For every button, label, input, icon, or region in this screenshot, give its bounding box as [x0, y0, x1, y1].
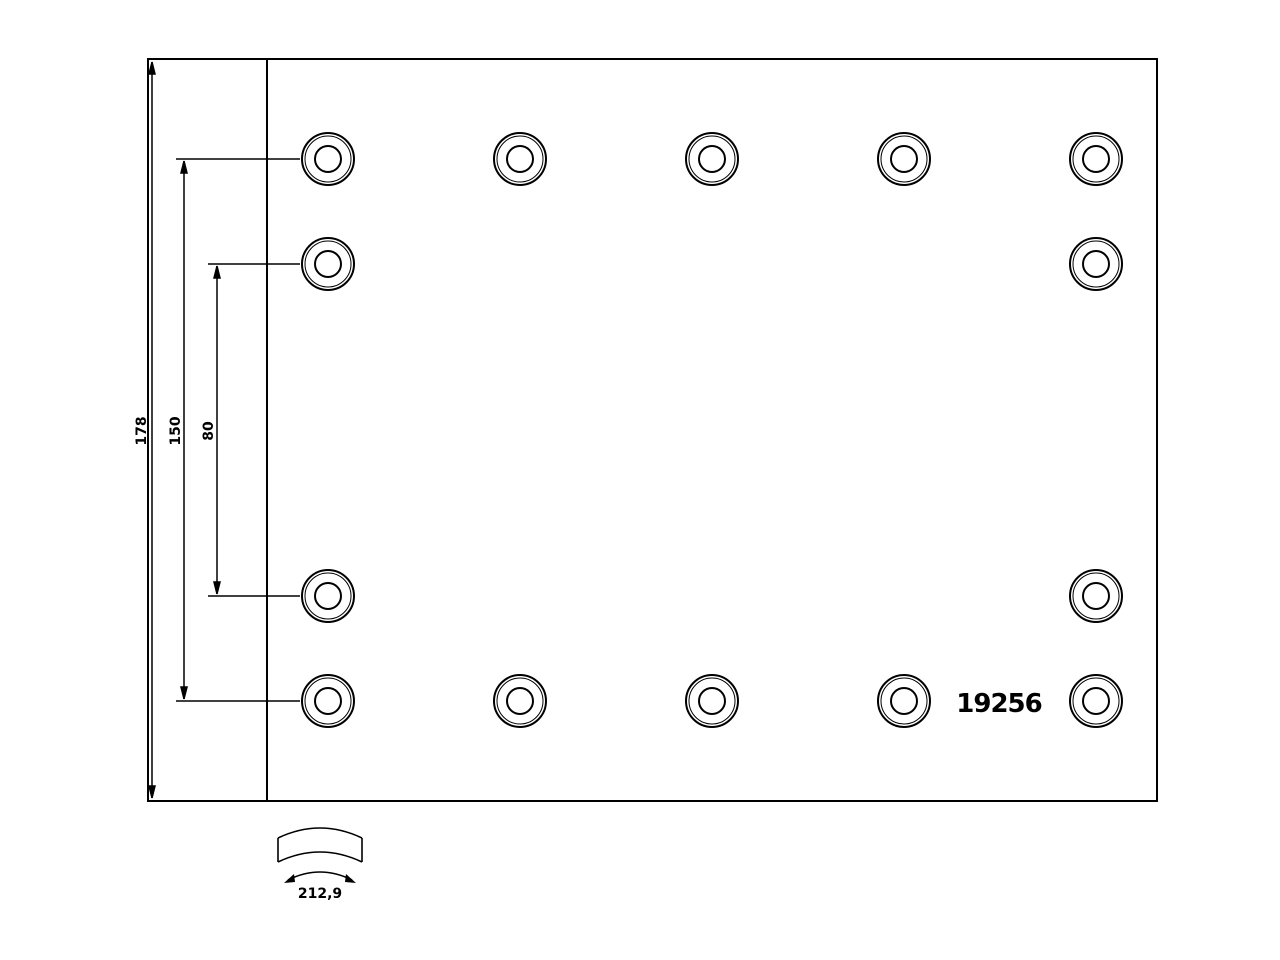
rivet-hole-inner	[314, 582, 342, 610]
rivet-hole-outer-inner-edge	[1072, 677, 1120, 725]
rivet-hole-inner	[314, 145, 342, 173]
overall-dimension	[148, 61, 156, 799]
rivet-hole-outer-inner-edge	[304, 572, 352, 620]
rivet-hole-outer-inner-edge	[688, 135, 736, 183]
rivet-hole-top-5	[1069, 132, 1123, 186]
rivet-hole-inner	[314, 687, 342, 715]
rivet-hole-outer-inner-edge	[880, 677, 928, 725]
rivet-hole-bottom-1	[301, 674, 355, 728]
rivet-hole-outer	[877, 132, 931, 186]
rivet-hole-outer	[493, 674, 547, 728]
inner-hole-spacing-label: 80	[201, 421, 217, 441]
rivet-hole-inner	[1082, 145, 1110, 173]
rivet-hole-outer-inner-edge	[1072, 572, 1120, 620]
rivet-hole-inner	[698, 687, 726, 715]
rivet-hole-inner	[698, 145, 726, 173]
rivet-hole-outer	[1069, 237, 1123, 291]
rivet-hole-outer-inner-edge	[1072, 240, 1120, 288]
rivet-hole-inner	[1082, 582, 1110, 610]
rivet-hole-outer	[301, 569, 355, 623]
rivet-hole-outer-inner-edge	[304, 135, 352, 183]
rivet-hole-outer	[301, 132, 355, 186]
rivet-hole-outer	[685, 132, 739, 186]
rivet-hole-outer-inner-edge	[304, 240, 352, 288]
rivet-hole-outer-inner-edge	[688, 677, 736, 725]
part-number: 19256	[956, 689, 1041, 719]
rivet-hole-inner	[506, 687, 534, 715]
rivet-hole-outer	[1069, 132, 1123, 186]
rivet-hole-outer-inner-edge	[496, 677, 544, 725]
rivet-hole-inner	[890, 687, 918, 715]
rivet-hole-bottom-3	[685, 674, 739, 728]
rivet-hole-bottom-2	[493, 674, 547, 728]
arc-length-label: 212,9	[298, 886, 342, 902]
rivet-hole-top-2	[493, 132, 547, 186]
outer-hole-spacing-label: 150	[168, 416, 184, 445]
rivet-hole-top-1	[301, 132, 355, 186]
rivet-hole-right-lower	[1069, 569, 1123, 623]
rivet-hole-outer	[1069, 569, 1123, 623]
rivet-hole-outer-inner-edge	[1072, 135, 1120, 183]
overall-height-label: 178	[134, 416, 150, 445]
rivet-hole-inner	[890, 145, 918, 173]
rivet-hole-inner	[314, 250, 342, 278]
rivet-hole-outer	[877, 674, 931, 728]
rivet-hole-bottom-5	[1069, 674, 1123, 728]
rivet-hole-top-3	[685, 132, 739, 186]
outer-hole-dimension	[176, 158, 300, 702]
rivet-hole-inner	[1082, 687, 1110, 715]
rivet-hole-inner	[1082, 250, 1110, 278]
rivet-hole-left-upper	[301, 237, 355, 291]
rivet-hole-top-4	[877, 132, 931, 186]
rivet-hole-outer	[493, 132, 547, 186]
arc-length-symbol	[277, 827, 363, 881]
lining-outline	[147, 58, 1158, 802]
rivet-hole-outer-inner-edge	[496, 135, 544, 183]
rivet-hole-outer-inner-edge	[304, 677, 352, 725]
rivet-hole-inner	[506, 145, 534, 173]
inner-hole-dimension	[208, 263, 300, 597]
rivet-hole-outer	[1069, 674, 1123, 728]
rivet-hole-right-upper	[1069, 237, 1123, 291]
rivet-hole-left-lower	[301, 569, 355, 623]
rivet-hole-outer	[301, 674, 355, 728]
rivet-hole-outer	[685, 674, 739, 728]
rivet-hole-outer	[301, 237, 355, 291]
rivet-hole-bottom-4	[877, 674, 931, 728]
rivet-hole-outer-inner-edge	[880, 135, 928, 183]
arc-arrows	[284, 874, 356, 883]
